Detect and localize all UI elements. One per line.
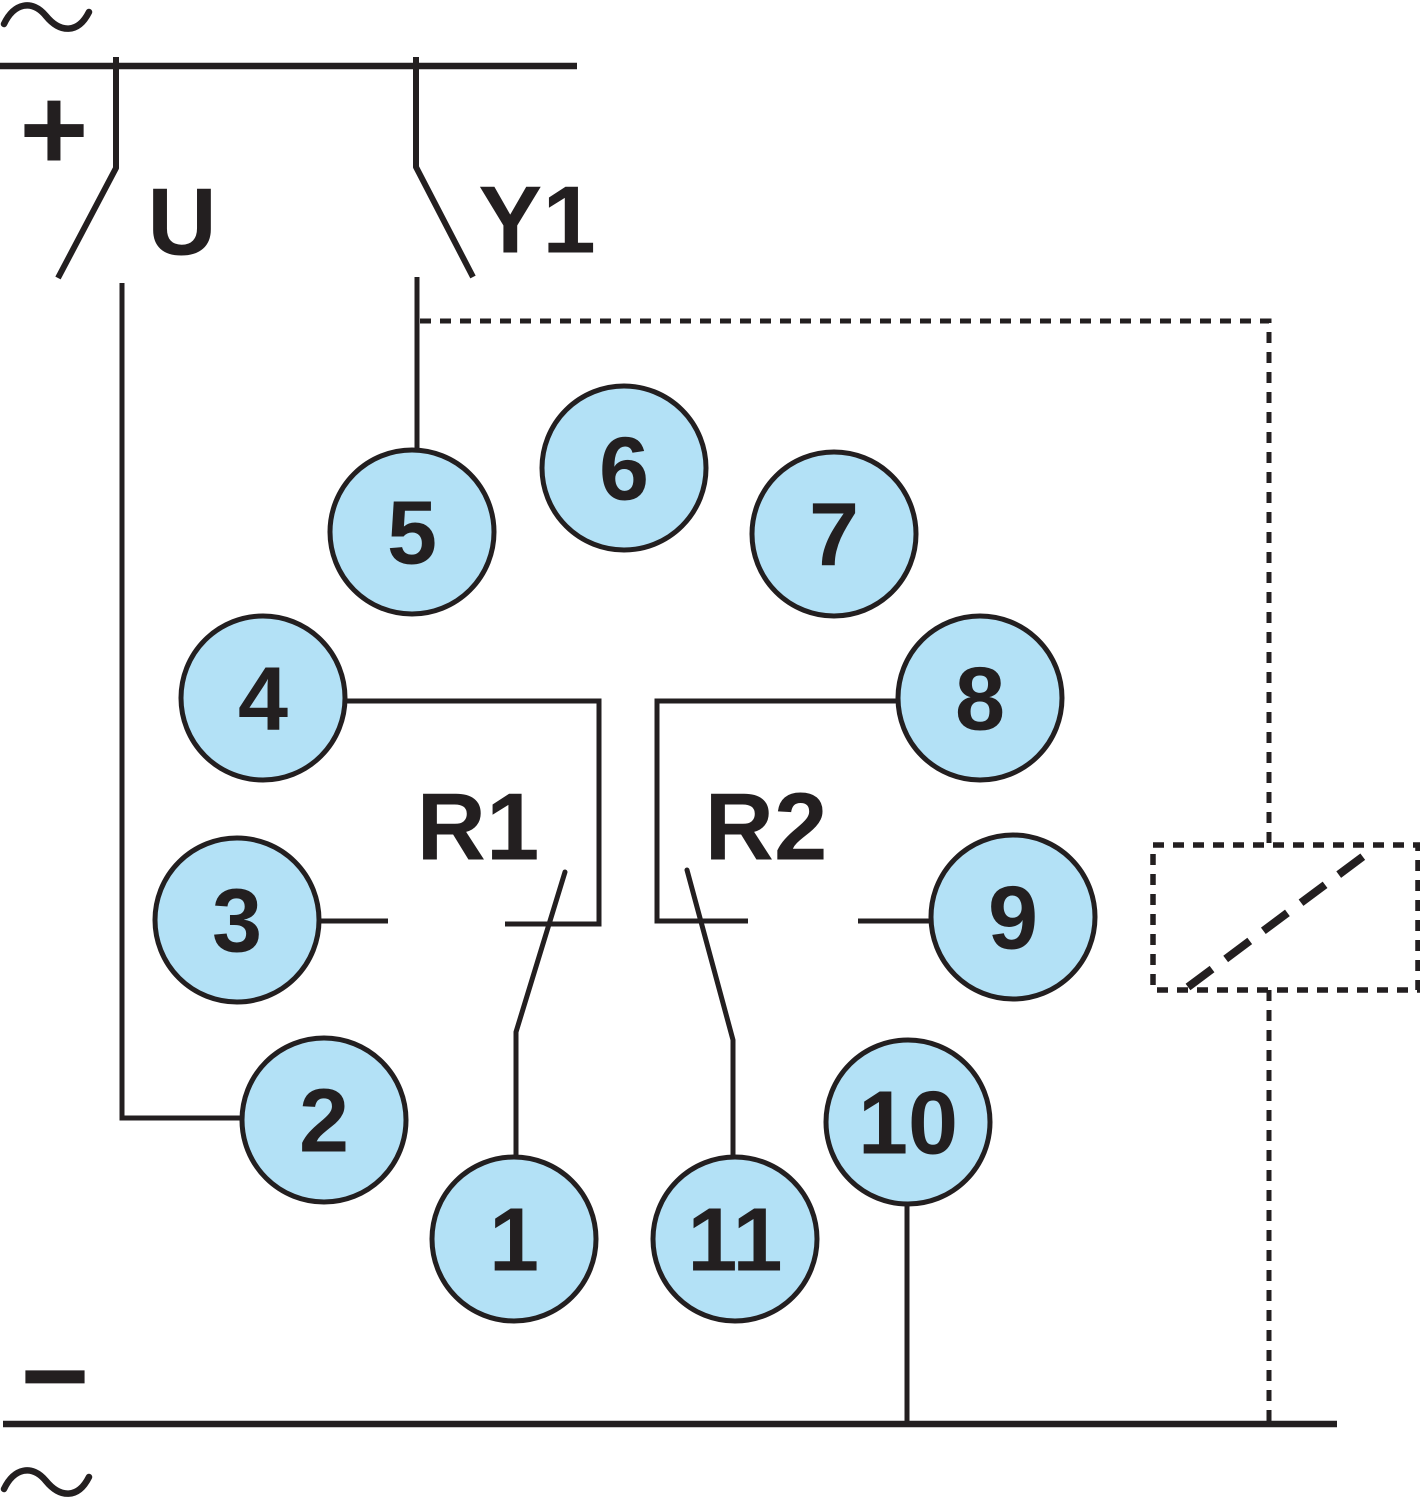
terminal-4-circle	[178, 613, 348, 783]
terminal-5-circle	[327, 447, 497, 617]
terminal-2: 2	[239, 1035, 409, 1205]
terminal-5-label: 5	[387, 484, 437, 584]
socket-terminals: 1 23 45 6 78 9 10 11	[152, 383, 1098, 1324]
terminal-6-circle	[539, 383, 709, 553]
terminal-9-circle	[928, 832, 1098, 1002]
terminal-4: 4	[178, 613, 348, 783]
external-load-box	[1150, 842, 1420, 993]
terminal-2-label: 2	[299, 1072, 349, 1172]
terminal-11-circle	[650, 1154, 820, 1324]
terminal-5: 5	[327, 447, 497, 617]
terminal-9-label: 9	[988, 869, 1038, 969]
terminal-6-label: 6	[599, 420, 649, 520]
y1-input-label: Y1	[478, 167, 595, 274]
terminal-1-label: 1	[489, 1191, 539, 1291]
u-wire-to-terminal-2	[119, 283, 243, 1121]
terminal-4-label: 4	[238, 650, 288, 750]
terminal-11: 11	[650, 1154, 820, 1324]
u-plug-contact-icon	[55, 57, 119, 280]
terminal-11-label: 11	[687, 1191, 782, 1291]
u-input-label: U	[147, 169, 216, 276]
terminal-1-circle	[429, 1154, 599, 1324]
terminal-7: 7	[749, 449, 919, 619]
relay-r2-label: R2	[705, 774, 828, 881]
terminal-7-label: 7	[809, 486, 859, 586]
r1-fixed-contact-wire	[346, 698, 602, 927]
terminal-8: 8	[895, 613, 1065, 783]
y1-plug-contact-icon	[413, 57, 476, 279]
r2-moving-blade	[684, 867, 736, 1161]
ac-tilde-icon-bottom	[0, 1467, 93, 1497]
terminal-8-circle	[895, 613, 1065, 783]
terminal-10-circle	[823, 1037, 993, 1207]
terminal-1: 1	[429, 1154, 599, 1324]
plus-sign-label: +	[20, 64, 89, 196]
external-load-diagonal	[1185, 851, 1368, 991]
terminal-2-circle	[239, 1035, 409, 1205]
terminal-10: 10	[823, 1037, 993, 1207]
terminal-9: 9	[928, 832, 1098, 1002]
terminal-8-label: 8	[955, 650, 1005, 750]
relay-r1-label: R1	[417, 774, 540, 881]
terminal-7-circle	[749, 449, 919, 619]
minus-sign-label: −	[21, 1310, 90, 1442]
control-link-dotted-upper	[420, 318, 1272, 845]
r1-moving-blade	[513, 869, 568, 1161]
terminal-6: 6	[539, 383, 709, 553]
terminal-10-label: 10	[858, 1074, 958, 1174]
terminal-3-circle	[152, 835, 322, 1005]
ac-tilde-icon-top	[0, 2, 93, 32]
terminal-3: 3	[152, 835, 322, 1005]
terminal-3-label: 3	[212, 872, 262, 972]
